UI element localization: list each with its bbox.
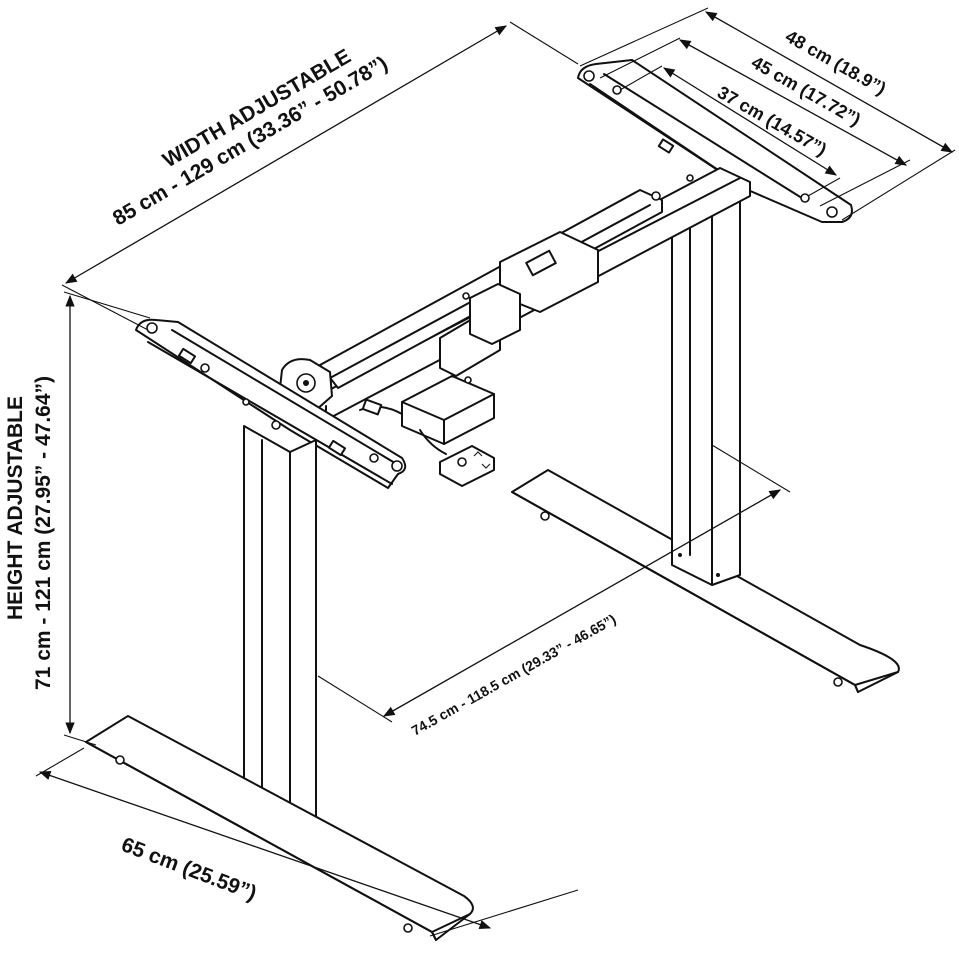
foot-length-label: 65 cm (25.59”) [118,833,259,905]
width-range: 85 cm - 129 cm (33.36” - 50.78”) [109,52,392,230]
left-column [243,425,291,833]
height-range: 71 cm - 121 cm (27.95” - 47.64”) [32,376,55,690]
height-dimension: HEIGHT ADJUSTABLE 71 cm - 121 cm (27.95”… [4,291,151,746]
handset-icon [419,429,495,487]
height-title: HEIGHT ADJUSTABLE [4,396,27,620]
crossbar [279,167,751,421]
right-column [671,211,713,586]
depth-range-label: 74.5 cm - 118.5 cm (29.33” - 46.65”) [409,611,619,739]
control-box-icon [359,375,495,445]
